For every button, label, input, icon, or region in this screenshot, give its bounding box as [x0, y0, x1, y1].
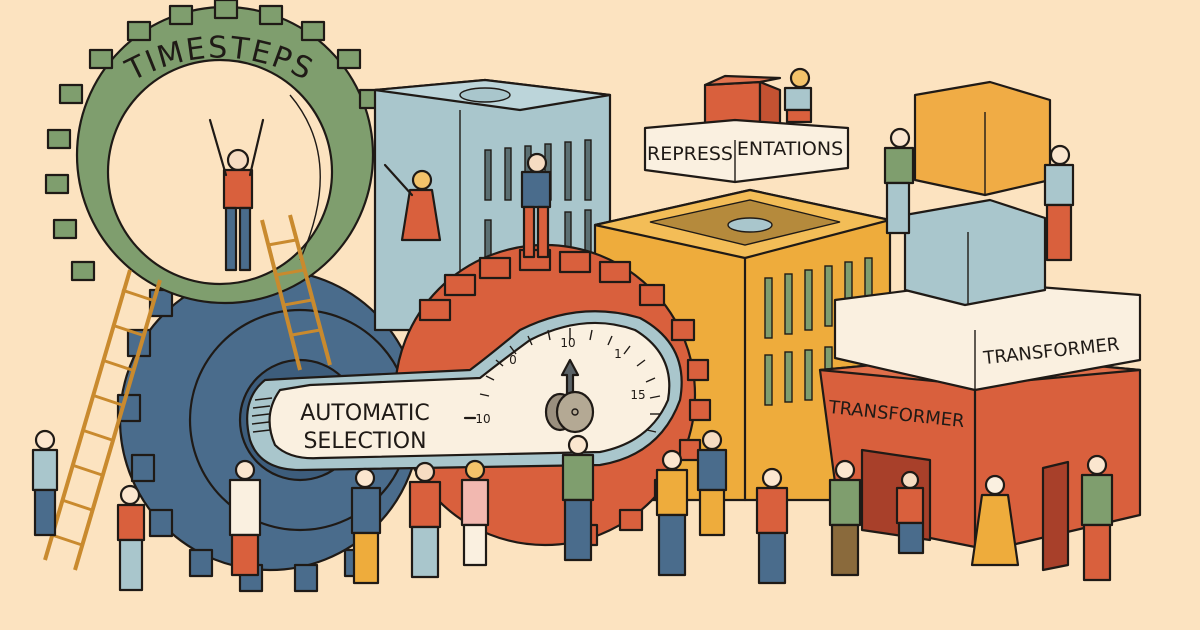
person-timesteps-center: [208, 118, 265, 272]
dial-label-top: 10: [560, 336, 575, 350]
timesteps-gear: TIMESTEPS: [44, 0, 384, 305]
representations-label-left: REPRESS: [647, 143, 733, 165]
blue-cube: [903, 198, 1047, 307]
ladder-left: [43, 269, 162, 571]
person-woman-red-dress: [383, 163, 442, 242]
representations-label-right: ENTATIONS: [737, 138, 843, 160]
automatic-label: AUTOMATIC: [300, 401, 430, 426]
dial-label-right: 15: [630, 388, 645, 402]
person-crouching-red-cube: [783, 67, 813, 124]
dial-label-upper-left: 0: [509, 353, 517, 367]
dial-label-left: 10: [475, 412, 490, 426]
ladder-middle: [260, 214, 332, 371]
crowd-bottom: [31, 429, 1114, 592]
orange-cube: [913, 80, 1052, 197]
people: [31, 67, 1114, 592]
automatic-selection-dial: AUTOMATIC SELECTION 10 0 1 15 10: [246, 310, 683, 472]
representations-block: REPRESS ENTATIONS: [643, 74, 850, 184]
person-blue-shirt-cube: [1043, 144, 1075, 262]
dial-ticks: [479, 328, 661, 433]
person-building-top: [520, 152, 552, 259]
selection-label: SELECTION: [303, 429, 426, 454]
side-door: [1041, 460, 1070, 572]
person-green-jacket-cube: [883, 127, 915, 235]
dial-label-upper-right: 1: [614, 347, 622, 361]
